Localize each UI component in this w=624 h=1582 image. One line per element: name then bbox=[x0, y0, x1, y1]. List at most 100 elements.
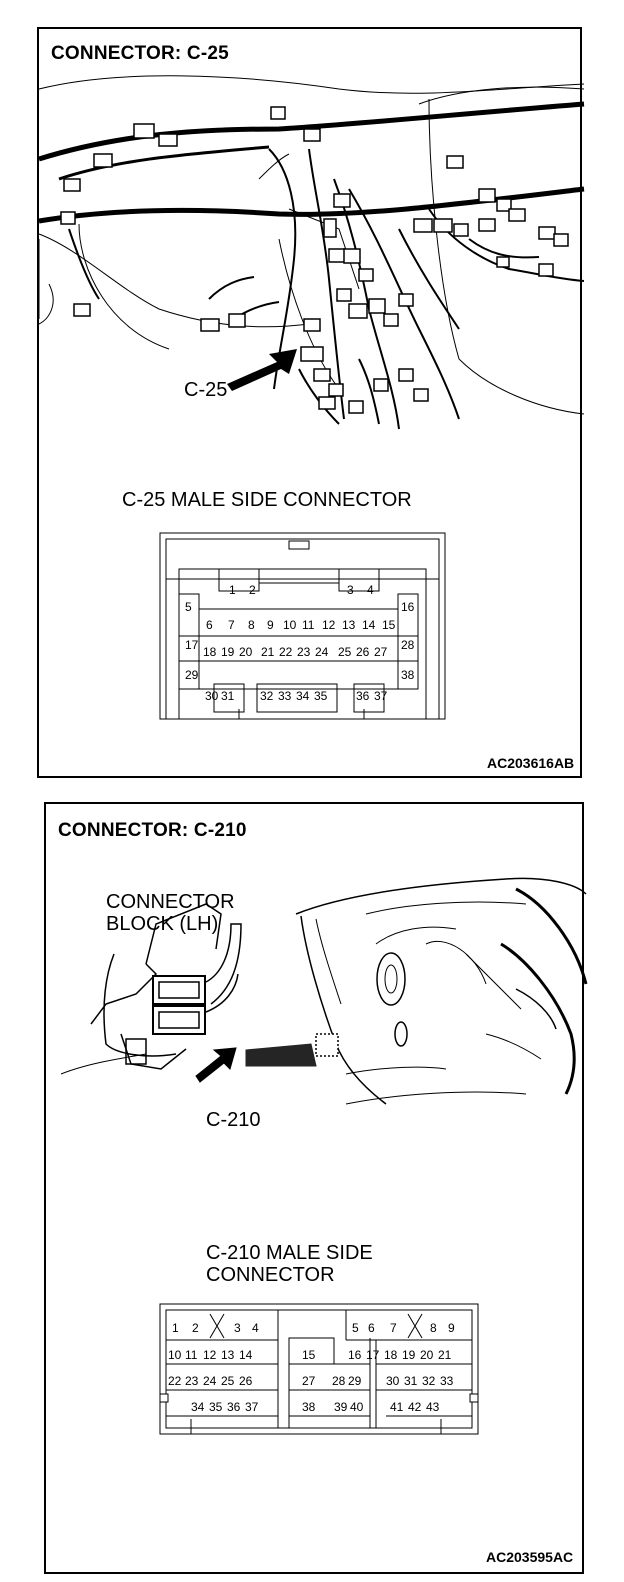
pin-label: 18 bbox=[203, 645, 217, 659]
pin-label: 30 bbox=[205, 689, 219, 703]
pin-label: 22 bbox=[279, 645, 293, 659]
pin-label: 26 bbox=[239, 1374, 253, 1388]
block-label-line2: BLOCK (LH) bbox=[106, 913, 219, 935]
pin-label: 16 bbox=[348, 1348, 362, 1362]
pin-label: 24 bbox=[315, 645, 329, 659]
pin-label: 19 bbox=[221, 645, 235, 659]
pin-label: 23 bbox=[297, 645, 311, 659]
pin-label: 1 bbox=[229, 583, 236, 597]
pin-label: 12 bbox=[203, 1348, 217, 1362]
pin-label: 31 bbox=[221, 689, 235, 703]
pin-label: 37 bbox=[374, 689, 388, 703]
c210-illustration bbox=[60, 877, 588, 1105]
figure-code: AC203616AB bbox=[487, 755, 575, 771]
pin-label: 13 bbox=[221, 1348, 235, 1362]
pin-label: 24 bbox=[203, 1374, 217, 1388]
pin-label: 33 bbox=[440, 1374, 454, 1388]
pin-label: 4 bbox=[252, 1321, 259, 1335]
pin-label: 34 bbox=[191, 1400, 205, 1414]
pin-label: 39 bbox=[334, 1400, 348, 1414]
pin-label: 30 bbox=[386, 1374, 400, 1388]
pin-label: 18 bbox=[384, 1348, 398, 1362]
pin-label: 38 bbox=[401, 668, 415, 682]
c25-panel: CONNECTOR: C-25 bbox=[37, 27, 585, 778]
pin-label: 5 bbox=[185, 600, 192, 614]
pin-label: 13 bbox=[342, 618, 356, 632]
pin-label: 21 bbox=[261, 645, 275, 659]
pin-label: 38 bbox=[302, 1400, 316, 1414]
pin-label: 10 bbox=[168, 1348, 182, 1362]
block-label: CONNECTOR BLOCK (LH) bbox=[106, 891, 235, 935]
pin-label: 8 bbox=[248, 618, 255, 632]
pin-label: 23 bbox=[185, 1374, 199, 1388]
connector-title: C-210 MALE SIDE CONNECTOR bbox=[206, 1242, 373, 1286]
pin-label: 21 bbox=[438, 1348, 452, 1362]
pin-label: 17 bbox=[185, 638, 199, 652]
pin-label: 41 bbox=[390, 1400, 404, 1414]
pin-label: 15 bbox=[382, 618, 396, 632]
c210-callout-label: C-210 bbox=[206, 1109, 261, 1131]
pin-label: 37 bbox=[245, 1400, 259, 1414]
pin-label: 28 bbox=[401, 638, 415, 652]
pin-label: 4 bbox=[367, 583, 374, 597]
pin-label: 29 bbox=[185, 668, 199, 682]
pin-label: 42 bbox=[408, 1400, 422, 1414]
pin-label: 11 bbox=[185, 1348, 198, 1362]
c25-callout-label: C-25 bbox=[184, 379, 228, 401]
c210-panel: CONNECTOR: C-210 CONNECTOR BLOCK (LH) bbox=[44, 802, 588, 1574]
pin-label: 35 bbox=[209, 1400, 223, 1414]
pin-label: 33 bbox=[278, 689, 292, 703]
pin-label: 6 bbox=[368, 1321, 375, 1335]
pin-label: 19 bbox=[402, 1348, 416, 1362]
connector-title: C-25 MALE SIDE CONNECTOR bbox=[122, 489, 412, 511]
c25-arrow-icon bbox=[227, 349, 297, 391]
pin-label: 3 bbox=[347, 583, 354, 597]
panel-title: CONNECTOR: C-210 bbox=[58, 820, 247, 841]
pin-label: 36 bbox=[227, 1400, 241, 1414]
pin-label: 12 bbox=[322, 618, 336, 632]
pin-label: 25 bbox=[338, 645, 352, 659]
pin-label: 8 bbox=[430, 1321, 437, 1335]
pin-label: 31 bbox=[404, 1374, 418, 1388]
pin-label: 9 bbox=[448, 1321, 455, 1335]
pin-label: 6 bbox=[206, 618, 213, 632]
pin-label: 32 bbox=[422, 1374, 436, 1388]
pin-label: 25 bbox=[221, 1374, 235, 1388]
pin-label: 35 bbox=[314, 689, 328, 703]
pin-label: 27 bbox=[374, 645, 388, 659]
pin-label: 3 bbox=[234, 1321, 241, 1335]
pin-label: 40 bbox=[350, 1400, 364, 1414]
pin-label: 36 bbox=[356, 689, 370, 703]
pin-label: 7 bbox=[228, 618, 235, 632]
pin-label: 27 bbox=[302, 1374, 316, 1388]
pin-label: 22 bbox=[168, 1374, 182, 1388]
pin-label: 11 bbox=[302, 618, 315, 632]
pin-label: 15 bbox=[302, 1348, 316, 1362]
connector-title-line1: C-210 MALE SIDE bbox=[206, 1242, 373, 1264]
c210-arrow-icon bbox=[195, 1047, 237, 1083]
pin-label: 26 bbox=[356, 645, 370, 659]
pin-label: 17 bbox=[366, 1348, 380, 1362]
c25-harness-illustration bbox=[38, 75, 585, 430]
block-label-line1: CONNECTOR bbox=[106, 891, 235, 913]
pin-label: 5 bbox=[352, 1321, 359, 1335]
pin-label: 16 bbox=[401, 600, 415, 614]
pin-label: 14 bbox=[362, 618, 376, 632]
figure-code: AC203595AC bbox=[486, 1549, 574, 1565]
pin-label: 7 bbox=[390, 1321, 397, 1335]
pin-label: 29 bbox=[348, 1374, 362, 1388]
pin-label: 34 bbox=[296, 689, 310, 703]
pin-label: 20 bbox=[420, 1348, 434, 1362]
pin-label: 2 bbox=[192, 1321, 199, 1335]
pin-label: 20 bbox=[239, 645, 253, 659]
connector-title-line2: CONNECTOR bbox=[206, 1264, 335, 1286]
panel-title: CONNECTOR: C-25 bbox=[51, 43, 229, 64]
pin-label: 32 bbox=[260, 689, 274, 703]
pin-label: 2 bbox=[249, 583, 256, 597]
pin-label: 1 bbox=[172, 1321, 179, 1335]
pin-label: 28 bbox=[332, 1374, 346, 1388]
pin-label: 10 bbox=[283, 618, 297, 632]
pin-label: 14 bbox=[239, 1348, 253, 1362]
